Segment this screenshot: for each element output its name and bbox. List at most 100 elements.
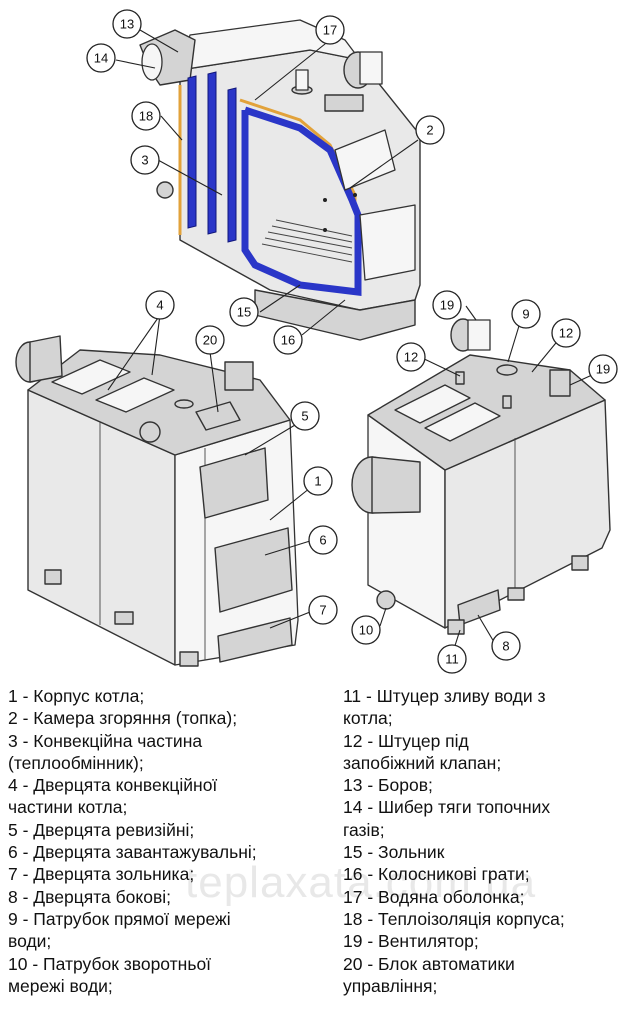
legend-line: 12 - Штуцер під <box>343 730 469 751</box>
svg-text:1: 1 <box>314 474 321 489</box>
flue-opening <box>141 43 163 81</box>
callout-4: 4 <box>145 290 175 320</box>
rear-supply-nozzle <box>496 364 518 376</box>
cutaway-nozzle <box>156 181 174 199</box>
rear-flue-pipe <box>371 456 421 514</box>
svg-text:19: 19 <box>440 298 454 313</box>
front-automation-unit <box>195 401 241 431</box>
svg-text:3: 3 <box>141 153 148 168</box>
water-plate-3 <box>227 87 237 243</box>
legend-right: 11 - Штуцер зливу води з котла; 12 - Шту… <box>343 685 638 997</box>
cutaway-fan-housing <box>359 51 383 85</box>
legend-line: 3 - Конвекційна частина <box>8 730 203 751</box>
svg-text:13: 13 <box>120 17 134 32</box>
callout-18: 18 <box>131 101 161 131</box>
rear-top-hatch-2 <box>424 402 501 442</box>
callout-19a: 19 <box>432 290 462 320</box>
legend-line: мережі води; <box>8 975 113 996</box>
svg-text:12: 12 <box>559 326 573 341</box>
callout-5: 5 <box>290 401 320 431</box>
svg-text:17: 17 <box>323 23 337 38</box>
svg-text:5: 5 <box>301 409 308 424</box>
svg-text:8: 8 <box>502 639 509 654</box>
side-door <box>457 589 501 626</box>
legend-line: 14 - Шибер тяги топочних <box>343 797 551 818</box>
callout-17: 17 <box>315 15 345 45</box>
svg-text:6: 6 <box>319 533 326 548</box>
callout-10: 10 <box>351 615 381 645</box>
callout-13: 13 <box>112 9 142 39</box>
callout-8: 8 <box>491 631 521 661</box>
svg-text:12: 12 <box>404 350 418 365</box>
callout-12a: 12 <box>396 342 426 372</box>
svg-text:2: 2 <box>426 123 433 138</box>
svg-text:20: 20 <box>203 333 217 348</box>
callout-12b: 12 <box>551 318 581 348</box>
callout-6: 6 <box>308 525 338 555</box>
svg-text:15: 15 <box>237 305 251 320</box>
callout-20: 20 <box>195 325 225 355</box>
legend-line: (теплообмінник); <box>8 752 144 773</box>
grate-bars <box>261 219 353 263</box>
water-plate-2 <box>207 71 217 235</box>
legend-left: 1 - Корпус котла; 2 - Камера згоряння (т… <box>8 685 338 997</box>
legend-line: 4 - Дверцята конвекційної <box>8 775 218 796</box>
cutaway-view <box>139 19 421 341</box>
rear-view <box>351 318 611 635</box>
rear-valve-nozzle-1 <box>455 371 465 385</box>
legend-line: 5 - Дверцята ревизійні; <box>8 819 195 840</box>
svg-text:10: 10 <box>359 623 373 638</box>
legend-line: 15 - Зольник <box>343 842 445 863</box>
legend-line: 10 - Патрубок зворотньої <box>8 953 212 974</box>
callout-15: 15 <box>229 297 259 327</box>
callout-11: 11 <box>437 644 467 674</box>
rear-return-nozzle <box>376 590 396 610</box>
callout-9: 9 <box>511 299 541 329</box>
rear-valve-nozzle-2 <box>502 395 512 409</box>
legend-line: 19 - Вентилятор; <box>343 931 479 952</box>
front-top-hatch-1 <box>51 359 131 395</box>
legend-line: запобіжний клапан; <box>343 752 502 773</box>
loading-door <box>214 527 293 613</box>
rear-top-hatch-1 <box>394 384 471 424</box>
cutaway-roof <box>179 19 361 71</box>
water-jacket-chamber <box>241 106 362 296</box>
callout-3: 3 <box>130 145 160 175</box>
legend-line: 20 - Блок автоматики <box>343 953 515 974</box>
cutaway-control-unit <box>324 94 364 112</box>
legend-line: газів; <box>343 819 385 840</box>
inspection-door <box>199 447 269 519</box>
svg-text:18: 18 <box>139 109 153 124</box>
svg-text:7: 7 <box>319 603 326 618</box>
svg-text:11: 11 <box>445 652 459 667</box>
legend-line: 11 - Штуцер зливу води з <box>343 686 546 706</box>
svg-text:14: 14 <box>94 51 108 66</box>
callout-14: 14 <box>86 43 116 73</box>
legend-line: котла; <box>343 708 393 729</box>
legend-line: 16 - Колосникові грати; <box>343 864 530 885</box>
legend-line: 8 - Дверцята бокові; <box>8 886 172 907</box>
rear-fan-2 <box>549 369 571 397</box>
legend-line: води; <box>8 931 52 952</box>
legend-line: частини котла; <box>8 797 128 818</box>
top-nozzle-pipe <box>295 69 309 91</box>
water-plate-1 <box>187 75 197 229</box>
svg-text:9: 9 <box>522 307 529 322</box>
callout-7: 7 <box>308 595 338 625</box>
legend-line: 6 - Дверцята завантажувальні; <box>8 842 257 863</box>
legend-line: 1 - Корпус котла; <box>8 686 145 706</box>
cutaway-inspection-door <box>334 129 396 191</box>
callout-2: 2 <box>415 115 445 145</box>
svg-text:19: 19 <box>596 362 610 377</box>
legend-line: 13 - Боров; <box>343 775 433 796</box>
cutaway-loading-door <box>359 204 416 281</box>
legend-line: управління; <box>343 975 438 996</box>
legend-line: 2 - Камера згоряння (топка); <box>8 708 238 729</box>
boiler-diagram: 13 14 17 18 3 2 15 16 4 20 5 1 6 7 19 9 … <box>15 9 618 674</box>
ash-door <box>217 617 293 663</box>
front-view <box>15 335 299 667</box>
callout-19b: 19 <box>588 354 618 384</box>
callout-16: 16 <box>273 325 303 355</box>
svg-text:16: 16 <box>281 333 295 348</box>
legend-line: 17 - Водяна оболонка; <box>343 886 525 907</box>
